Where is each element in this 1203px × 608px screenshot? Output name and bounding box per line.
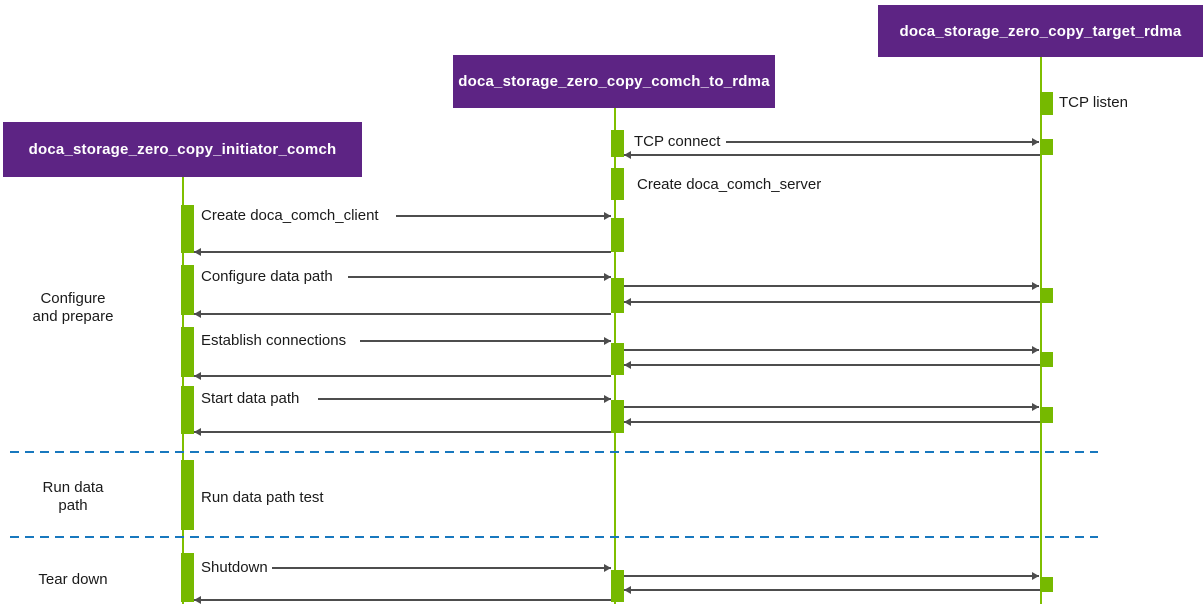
participant-comch-to-rdma-label: doca_storage_zero_copy_comch_to_rdma bbox=[458, 73, 770, 90]
arrow-establish-forward-middle-target bbox=[624, 349, 1039, 351]
activation-target-tcp-connect bbox=[1040, 139, 1053, 155]
activation-middle-start bbox=[611, 400, 624, 433]
activation-middle-tcp-connect bbox=[611, 130, 624, 157]
message-label-shutdown: Shutdown bbox=[201, 559, 268, 576]
arrow-establish-return-target-middle bbox=[624, 364, 1040, 366]
activation-middle-create-server bbox=[611, 168, 624, 200]
arrow-shutdown-return-target-middle bbox=[624, 589, 1040, 591]
participant-target-rdma-label: doca_storage_zero_copy_target_rdma bbox=[899, 22, 1182, 40]
activation-initiator-shutdown bbox=[181, 553, 194, 602]
message-label-create-server: Create doca_comch_server bbox=[637, 176, 822, 193]
activation-target-configure bbox=[1040, 288, 1053, 303]
lifeline-target-rdma bbox=[1040, 57, 1042, 604]
participant-comch-to-rdma: doca_storage_zero_copy_comch_to_rdma bbox=[453, 55, 775, 108]
arrow-start-return-middle-initiator bbox=[194, 431, 611, 433]
message-label-configure-data-path: Configure data path bbox=[201, 268, 333, 285]
activation-middle-shutdown bbox=[611, 570, 624, 602]
activation-middle-establish bbox=[611, 343, 624, 375]
arrow-shutdown-return-middle-initiator bbox=[194, 599, 611, 601]
arrow-start-forward-initiator-middle bbox=[318, 398, 611, 400]
activation-middle-create-client bbox=[611, 218, 624, 252]
arrow-create-client-return bbox=[194, 251, 611, 253]
arrow-shutdown-forward-middle-target bbox=[624, 575, 1039, 577]
arrow-establish-return-middle-initiator bbox=[194, 375, 611, 377]
activation-target-shutdown bbox=[1040, 577, 1053, 592]
activation-initiator-start bbox=[181, 386, 194, 434]
arrow-create-client-forward bbox=[396, 215, 611, 217]
arrow-configure-forward-initiator-middle bbox=[348, 276, 611, 278]
participant-target-rdma: doca_storage_zero_copy_target_rdma bbox=[878, 5, 1203, 57]
phase-divider-tear-down bbox=[10, 536, 1098, 538]
arrow-tcp-connect-return bbox=[624, 154, 1040, 156]
message-label-tcp-listen: TCP listen bbox=[1059, 94, 1128, 111]
activation-middle-configure bbox=[611, 278, 624, 313]
activation-target-start bbox=[1040, 407, 1053, 423]
message-label-start-data-path: Start data path bbox=[201, 390, 300, 407]
message-label-tcp-connect: TCP connect bbox=[634, 133, 721, 150]
participant-initiator-label: doca_storage_zero_copy_initiator_comch bbox=[28, 141, 337, 158]
participant-initiator-comch: doca_storage_zero_copy_initiator_comch bbox=[3, 122, 362, 177]
arrow-configure-forward-middle-target bbox=[624, 285, 1039, 287]
activation-target-establish bbox=[1040, 352, 1053, 367]
activation-initiator-create-client bbox=[181, 205, 194, 253]
activation-initiator-run-test bbox=[181, 460, 194, 530]
arrow-configure-return-middle-initiator bbox=[194, 313, 611, 315]
arrow-tcp-connect-forward bbox=[726, 141, 1039, 143]
phase-divider-run-data-path bbox=[10, 451, 1098, 453]
arrow-start-forward-middle-target bbox=[624, 406, 1039, 408]
arrow-establish-forward-initiator-middle bbox=[360, 340, 611, 342]
message-label-create-client: Create doca_comch_client bbox=[201, 207, 379, 224]
activation-target-tcp-listen bbox=[1040, 92, 1053, 115]
arrow-start-return-target-middle bbox=[624, 421, 1040, 423]
phase-label-configure-and-prepare: Configure and prepare bbox=[32, 290, 114, 325]
activation-initiator-establish bbox=[181, 327, 194, 377]
phase-label-tear-down: Tear down bbox=[38, 571, 108, 588]
message-label-run-data-path-test: Run data path test bbox=[201, 489, 324, 506]
message-label-establish-connections: Establish connections bbox=[201, 332, 347, 349]
activation-initiator-configure bbox=[181, 265, 194, 315]
arrow-shutdown-forward-initiator-middle bbox=[272, 567, 611, 569]
phase-label-run-data-path: Run data path bbox=[42, 479, 104, 514]
arrow-configure-return-target-middle bbox=[624, 301, 1040, 303]
